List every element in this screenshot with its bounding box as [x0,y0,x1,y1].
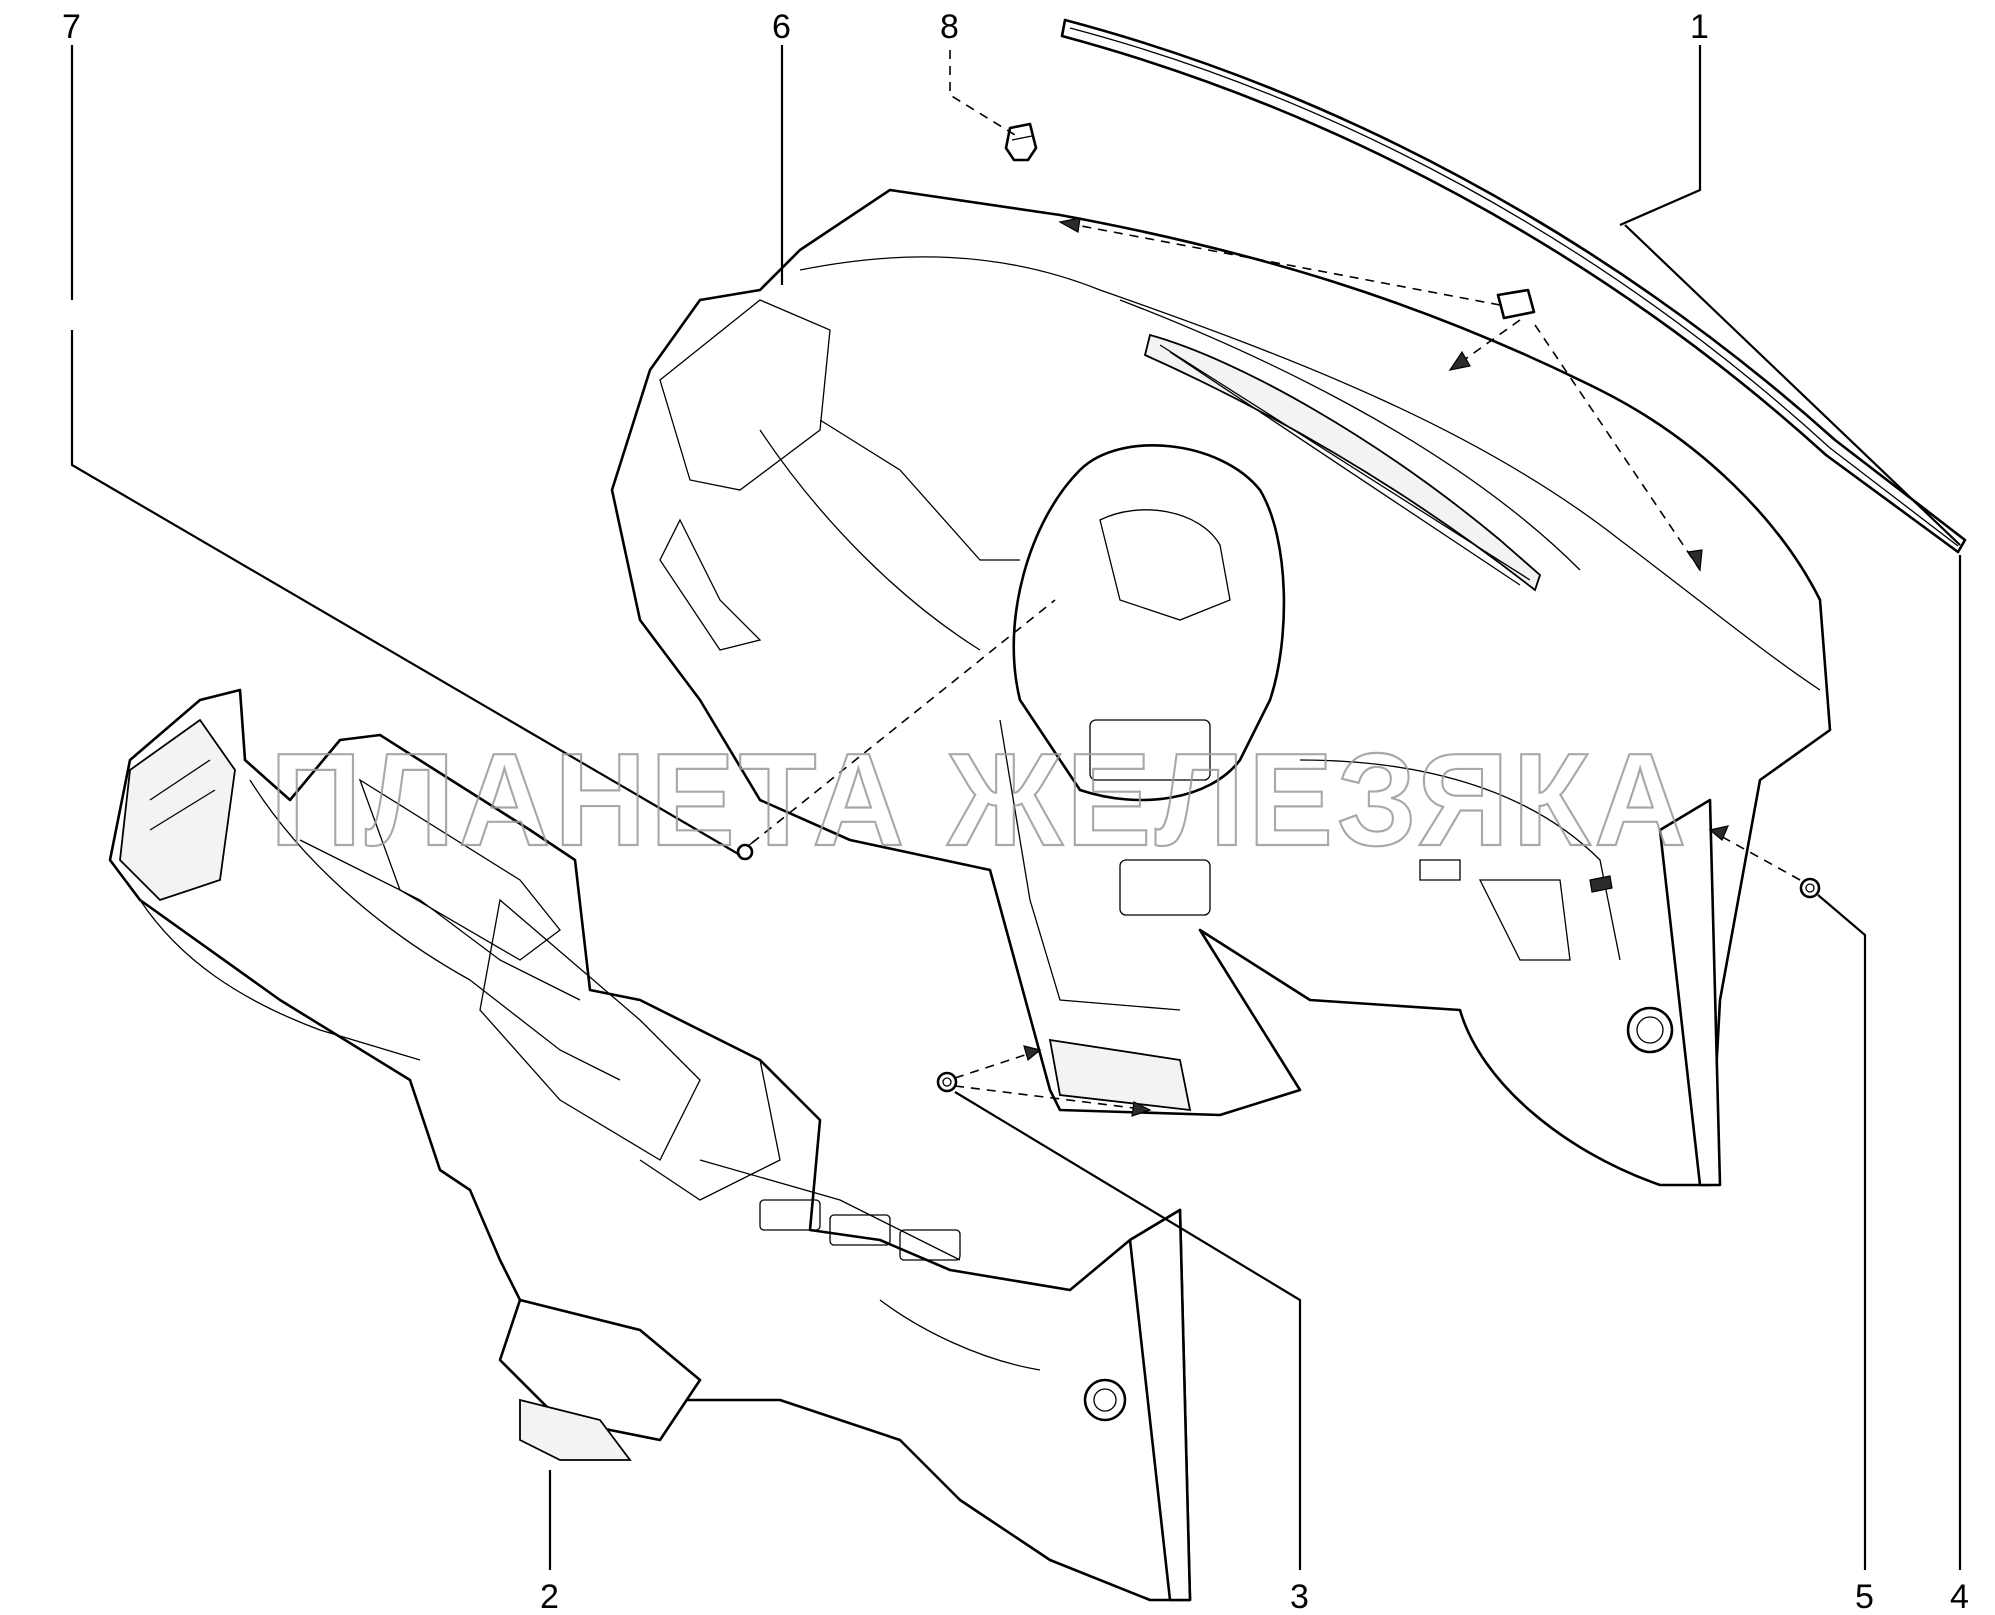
callout-7: 7 [62,8,81,46]
callout-2: 2 [540,1578,559,1615]
callout-1: 1 [1690,8,1709,46]
part-1-trim-strip [1060,18,1967,554]
part-5-screw [1799,877,1821,899]
callout-5: 5 [1855,1578,1874,1615]
callout-4: 4 [1950,1578,1969,1615]
callout-8: 8 [940,8,959,46]
watermark-text: ПЛАНЕТА ЖЕЛЕЗЯКА [270,726,1690,873]
leader-lines [70,45,1962,1570]
dashboard-top-clip [1496,288,1536,320]
part-7-screw [736,837,759,861]
part-2-dashboard-frame [108,688,1192,1602]
assembly-paths [751,50,1801,1117]
part-3-screw [936,1071,958,1093]
part-6-upper-dashboard [610,188,1832,1187]
part-8-clip [1004,122,1038,162]
callout-numbers: 1 2 3 4 5 6 7 8 [62,8,1969,1615]
callout-6: 6 [772,8,791,46]
callout-3: 3 [1290,1578,1309,1615]
